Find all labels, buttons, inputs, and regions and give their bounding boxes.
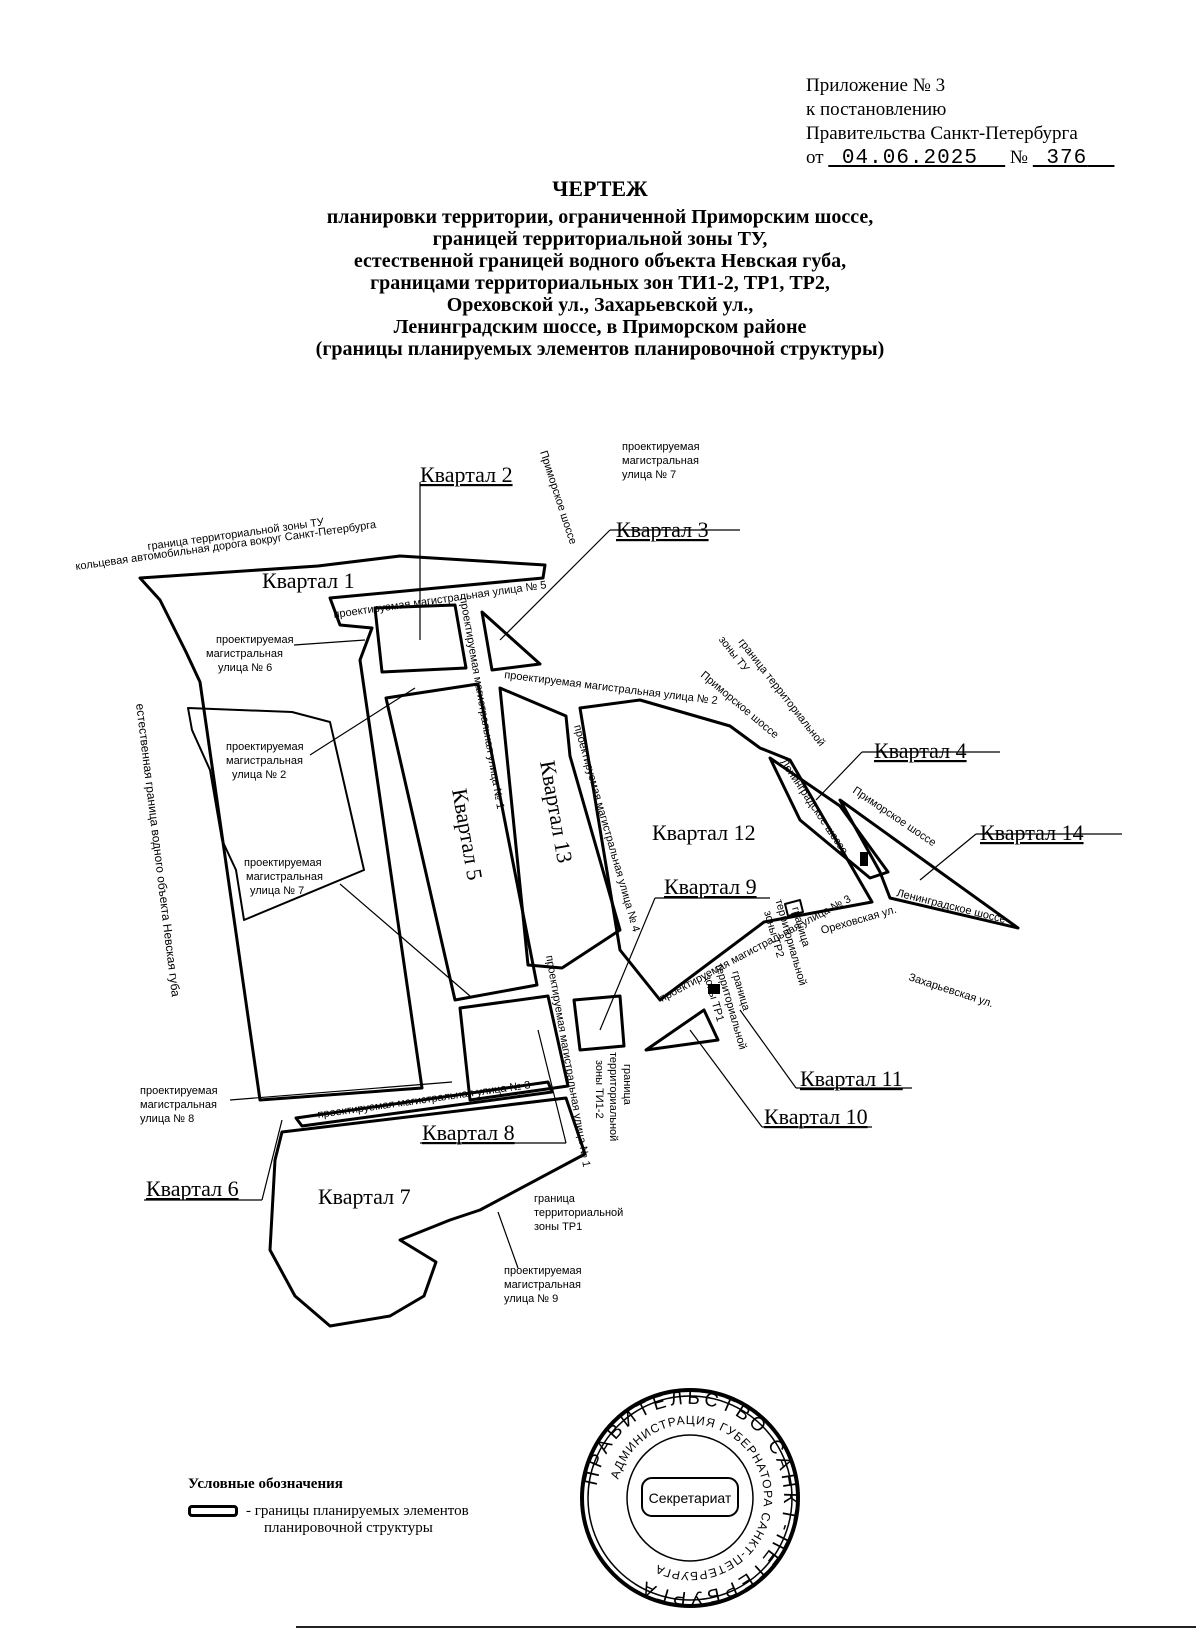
- zakharyevskaya-label: Захарьевская ул.: [907, 971, 995, 1010]
- date-number-line: от 04.06.2025 № 376: [806, 146, 1186, 171]
- street-2-road-label: проектируемая магистральная улица № 2: [504, 669, 719, 707]
- street-7-left-label: проектируемая магистральная улица № 7: [244, 857, 326, 897]
- block-7-label: Квартал 7: [318, 1184, 411, 1209]
- legend-title: Условные обозначения: [188, 1476, 343, 1492]
- block-8-boundary: [458, 994, 570, 1102]
- block-10-label: Квартал 10: [764, 1104, 868, 1129]
- leader-lines: [144, 482, 1122, 1269]
- appendix-number: Приложение № 3: [806, 75, 946, 96]
- number-prefix: №: [1009, 147, 1029, 168]
- street-9-label: проектируемая магистральная улица № 9: [504, 1265, 585, 1305]
- block-6-label: Квартал 6: [146, 1176, 239, 1201]
- block-4-label: Квартал 4: [874, 738, 967, 763]
- document-date: 04.06.2025: [841, 147, 978, 170]
- block-9-boundary: [572, 994, 626, 1052]
- street-8-label: проектируемая магистральная улица № 8: [140, 1085, 221, 1125]
- page-edge-line: [296, 1626, 1196, 1628]
- block-12-label: Квартал 12: [652, 820, 756, 845]
- title-line: планировки территории, ограниченной Прим…: [326, 206, 874, 228]
- street-3-road-label: проектируемая магистральная улица № 3: [658, 893, 853, 1004]
- block-9-label: Квартал 9: [664, 874, 757, 899]
- road-marker: [860, 852, 868, 866]
- legend-item-text: - границы планируемых элементов планиров…: [246, 1503, 469, 1537]
- block-5-boundary: [384, 682, 539, 1002]
- block-7-boundary: [268, 1096, 587, 1328]
- road-marker: [708, 984, 720, 994]
- document-header: Приложение № 3 к постановлению Правитель…: [806, 74, 1186, 171]
- title-line: границей территориальной зоны ТУ,: [432, 228, 768, 250]
- date-prefix: от: [806, 147, 824, 168]
- street-1-lower-label: проектируемая магистральная улица № 1: [543, 954, 592, 1168]
- block-1-label: Квартал 1: [262, 568, 355, 593]
- resolution-ref: к постановлению: [806, 99, 947, 120]
- street-6-label: проектируемая магистральная улица № 6: [206, 634, 297, 674]
- title-line: границами территориальных зон ТИ1-2, ТР1…: [370, 272, 830, 294]
- block-14-boundary: [838, 798, 1020, 930]
- block-13-label: Квартал 13: [535, 759, 578, 865]
- title-line: Ореховской ул., Захарьевской ул.,: [446, 294, 754, 316]
- block-6-boundary: [294, 1080, 554, 1128]
- street-5-label: проектируемая магистральная улица № 5: [333, 579, 547, 621]
- boundary-symbol: [188, 1505, 238, 1517]
- block-3-label: Квартал 3: [616, 517, 709, 542]
- title-line: естественной границей водного объекта Не…: [353, 250, 847, 272]
- block-10-boundary: [644, 1008, 720, 1052]
- document-title: ЧЕРТЕЖ планировки территории, ограниченн…: [150, 176, 1050, 361]
- block-3-boundary: [480, 610, 542, 672]
- legend-item: - границы планируемых элементов планиров…: [188, 1503, 608, 1537]
- block-8-label: Квартал 8: [422, 1120, 515, 1145]
- block-2-boundary: [373, 603, 468, 674]
- block-5-label: Квартал 5: [447, 787, 488, 883]
- block-4-boundary: [768, 756, 890, 880]
- map-legend: Условные обозначения - границы планируем…: [188, 1476, 608, 1537]
- street-4-label: проектируемая магистральная улица № 4: [571, 724, 642, 934]
- title-line: (границы планируемых элементов планирово…: [315, 338, 885, 360]
- block-11-boundary: [784, 899, 804, 917]
- legend-line-2: планировочной структуры: [264, 1520, 433, 1536]
- block-14-label: Квартал 14: [980, 820, 1084, 845]
- water-border-label: естественная граница водного объекта Нев…: [133, 703, 183, 998]
- primorskoe-label: Приморское шоссе: [537, 449, 579, 546]
- stamp-graphic: ПРАВИТЕЛЬСТВО САНКТ-ПЕТЕРБУРГА АДМИНИСТР…: [580, 1388, 800, 1608]
- official-stamp: ПРАВИТЕЛЬСТВО САНКТ-ПЕТЕРБУРГА АДМИНИСТР…: [578, 1386, 802, 1610]
- block-boundaries: [138, 554, 1020, 1328]
- block-12-boundary: [578, 698, 874, 1002]
- block-1-inner-cut: [187, 707, 365, 921]
- street-7-top-label: проектируемая магистральная улица № 7: [622, 441, 703, 481]
- block-13-boundary: [498, 686, 622, 970]
- block-2-label: Квартал 2: [420, 462, 513, 487]
- document-number: 376: [1046, 147, 1088, 170]
- block-1-boundary: [138, 554, 547, 1102]
- legend-line-1: - границы планируемых элементов: [246, 1503, 469, 1519]
- title-line: Ленинградским шоссе, в Приморском районе: [393, 316, 807, 338]
- street-2-left-label: проектируемая магистральная улица № 2: [226, 741, 307, 781]
- accent-marks: [708, 852, 868, 994]
- stamp-center-text: Секретариат: [649, 1490, 732, 1506]
- title-main: ЧЕРТЕЖ: [552, 176, 648, 201]
- government-name: Правительства Санкт-Петербурга: [806, 123, 1078, 144]
- tr1-border-bottom-label: граница территориальной зоны ТР1: [534, 1193, 626, 1233]
- ti-border-label: граница территориальной зоны ТИ1-2: [593, 1052, 633, 1144]
- block-11-label: Квартал 11: [800, 1066, 903, 1091]
